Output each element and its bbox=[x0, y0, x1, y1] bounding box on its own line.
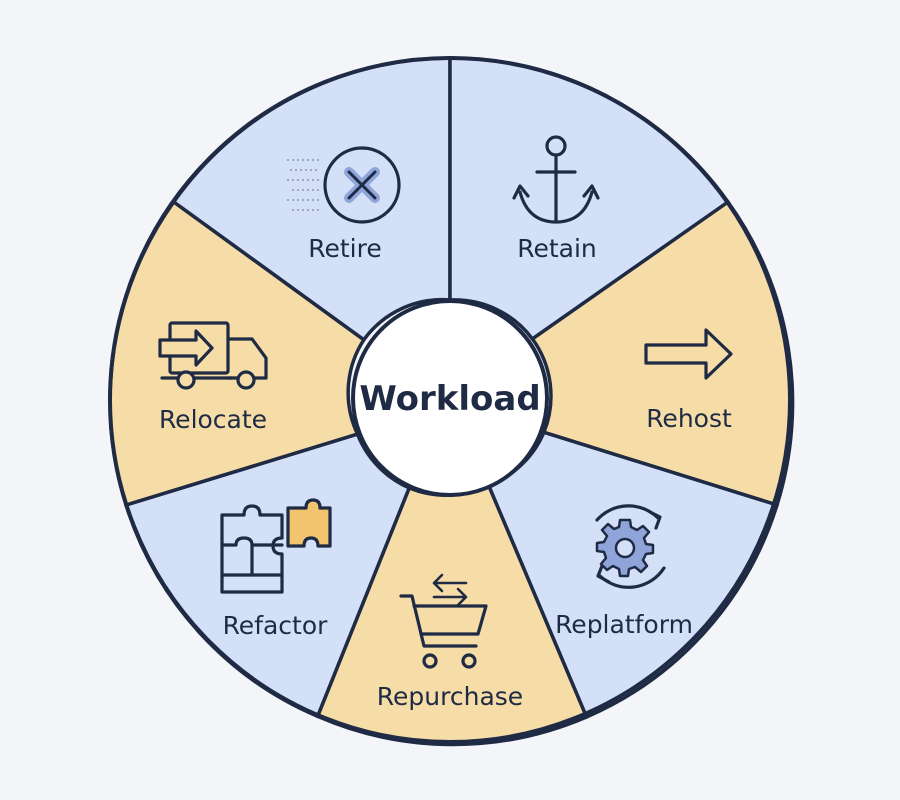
arrow-right-icon bbox=[644, 328, 733, 380]
segment-label-relocate: Relocate bbox=[159, 405, 267, 434]
segment-label-repurchase: Repurchase bbox=[377, 682, 523, 711]
segment-label-refactor: Refactor bbox=[223, 611, 329, 640]
retire-x-icon bbox=[287, 146, 401, 224]
anchor-icon bbox=[512, 135, 600, 224]
segment-label-replatform: Replatform bbox=[555, 610, 693, 639]
puzzle-icon bbox=[220, 498, 332, 594]
segment-label-retain: Retain bbox=[517, 234, 597, 263]
center-hub[interactable] bbox=[351, 299, 549, 497]
truck-icon bbox=[158, 321, 268, 390]
shopping-cart-icon bbox=[399, 573, 488, 669]
segment-label-retire: Retire bbox=[308, 234, 382, 263]
gear-cycle-icon bbox=[595, 504, 666, 589]
outer-ring bbox=[108, 56, 792, 744]
center-label: Workload bbox=[359, 379, 540, 419]
segment-label-rehost: Rehost bbox=[646, 404, 732, 433]
